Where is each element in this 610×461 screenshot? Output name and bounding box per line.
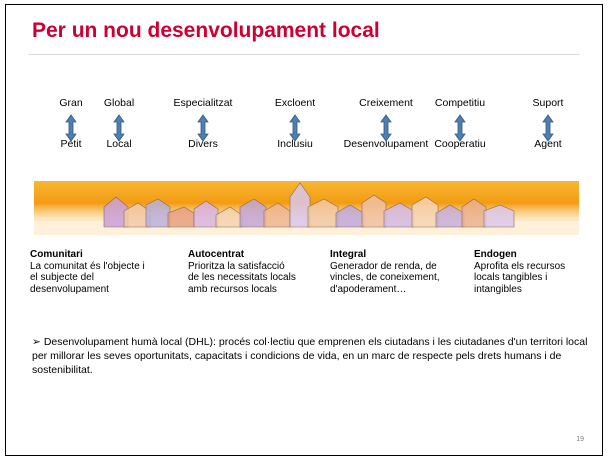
double-arrow-icon [454, 114, 466, 142]
pair-bottom-label: Petit [60, 138, 82, 150]
concept-heading: Integral [330, 249, 367, 260]
pair-top-label: Global [103, 97, 135, 109]
double-arrow-icon [65, 114, 77, 142]
pair-bottom-label: Divers [188, 138, 218, 150]
concept-heading: Endogen [474, 249, 517, 260]
pair-item: Suport Agent [493, 97, 603, 152]
arrow-bullet-icon: ➢ [32, 336, 41, 348]
concept-column: Comunitari La comunitat és l'objecte i e… [30, 249, 145, 295]
concept-heading: Autocentrat [188, 249, 245, 260]
pair-top-label: Especialitzat [173, 97, 233, 109]
concept-column: Endogen Aprofita els recursos locals tan… [474, 249, 574, 295]
concept-column: Integral Generador de renda, de vincles,… [330, 249, 450, 295]
pair-item: Especialitzat Divers [148, 97, 258, 152]
pair-bottom-label: Inclusiu [277, 138, 313, 150]
double-arrow-icon [289, 114, 301, 142]
pair-bottom-label: Local [106, 138, 132, 150]
pair-bottom-label: Agent [534, 138, 562, 150]
concept-column: Autocentrat Prioritza la satisfacció de … [188, 249, 298, 295]
pair-item: Competitiu Cooperatiu [405, 97, 515, 152]
concept-description: Aprofita els recursos locals tangibles i… [474, 260, 566, 295]
page-number: 19 [576, 436, 584, 443]
village-illustration [34, 181, 579, 235]
pair-item: Gran Petit [16, 97, 126, 152]
slide: Per un nou desenvolupament local Gran Pe… [5, 4, 603, 456]
title-divider [28, 54, 580, 55]
concept-description: La comunitat és l'objecte i el subjecte … [30, 260, 145, 295]
title-bar [6, 5, 602, 45]
pair-item: Global Local [64, 97, 174, 152]
pair-item: Excloent Inclusiu [240, 97, 350, 152]
concept-description: Prioritza la satisfacció de les necessit… [188, 260, 296, 295]
double-arrow-icon [197, 114, 209, 142]
double-arrow-icon [113, 114, 125, 142]
pair-top-label: Excloent [274, 97, 316, 109]
pair-top-label: Gran [59, 97, 83, 109]
pair-top-label: Creixement [359, 97, 413, 109]
slide-title: Per un nou desenvolupament local [32, 19, 380, 42]
pair-bottom-label: Cooperatiu [434, 138, 486, 150]
bullet-text: Desenvolupament humà local (DHL): procés… [32, 336, 588, 376]
pair-top-label: Competitiu [434, 97, 486, 109]
concept-description: Generador de renda, de vincles, de conei… [330, 260, 440, 295]
double-arrow-icon [380, 114, 392, 142]
concept-heading: Comunitari [30, 249, 83, 260]
bullet-paragraph: ➢Desenvolupament humà local (DHL): procé… [32, 335, 588, 377]
double-arrow-icon [542, 114, 554, 142]
pair-item: Creixement Desenvolupament [331, 97, 441, 152]
pair-top-label: Suport [532, 97, 564, 109]
pair-bottom-label: Desenvolupament [343, 138, 429, 150]
